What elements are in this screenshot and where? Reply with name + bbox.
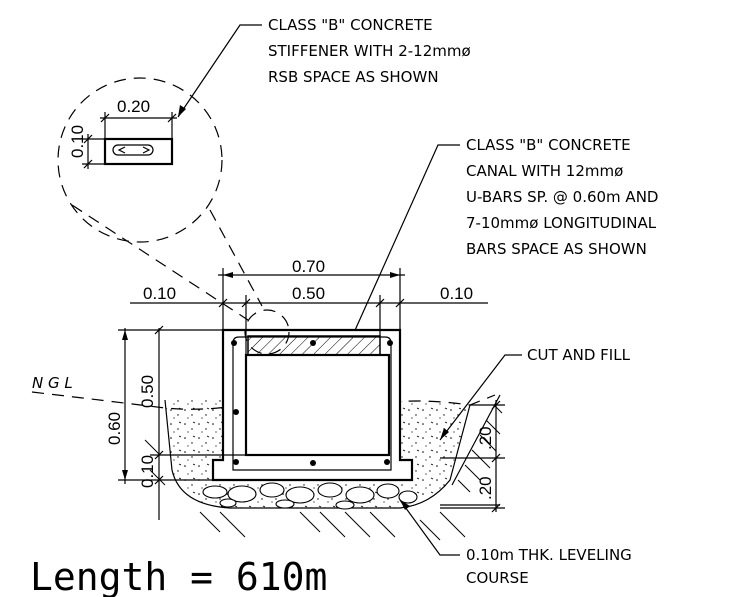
leveling-leader [399, 499, 460, 556]
detail-width-dim: 0.20 [117, 97, 150, 116]
stiffener-section [103, 137, 174, 166]
excavation-lower-dim: .20 [476, 476, 495, 500]
stiffener-detail: 0.20 0.10 [57, 24, 263, 321]
leveling-note: 0.10m THK. LEVELING COURSE [466, 546, 637, 587]
base-thickness-dim: 0.10 [138, 455, 157, 488]
right-flange-dim: 0.10 [440, 284, 473, 303]
right-dimensions: .20 .20 [440, 400, 505, 513]
inner-height-dim: 0.50 [138, 375, 157, 408]
inner-width-dim: 0.50 [292, 284, 325, 303]
left-dimensions: 0.60 0.50 0.10 [105, 325, 246, 520]
ngl-label: N G L [32, 374, 73, 392]
length-label: Length = 610m [30, 555, 327, 597]
overall-width-dim: 0.70 [292, 257, 325, 276]
canal-note: CLASS "B" CONCRETE CANAL WITH 12mmø U-BA… [466, 136, 663, 258]
canal-section [211, 309, 414, 482]
leveling-course [202, 482, 418, 510]
top-dimensions: 0.70 0.50 0.10 0.10 [130, 257, 488, 355]
cut-fill-leader [439, 354, 522, 441]
total-height-dim: 0.60 [105, 412, 124, 445]
stiffener-note: CLASS "B" CONCRETE STIFFENER WITH 2-12mm… [268, 16, 475, 86]
detail-height-dim: 0.10 [68, 125, 87, 158]
cut-fill-note: CUT AND FILL [527, 346, 631, 364]
excavation-upper-dim: .20 [476, 426, 495, 450]
left-flange-dim: 0.10 [143, 284, 176, 303]
